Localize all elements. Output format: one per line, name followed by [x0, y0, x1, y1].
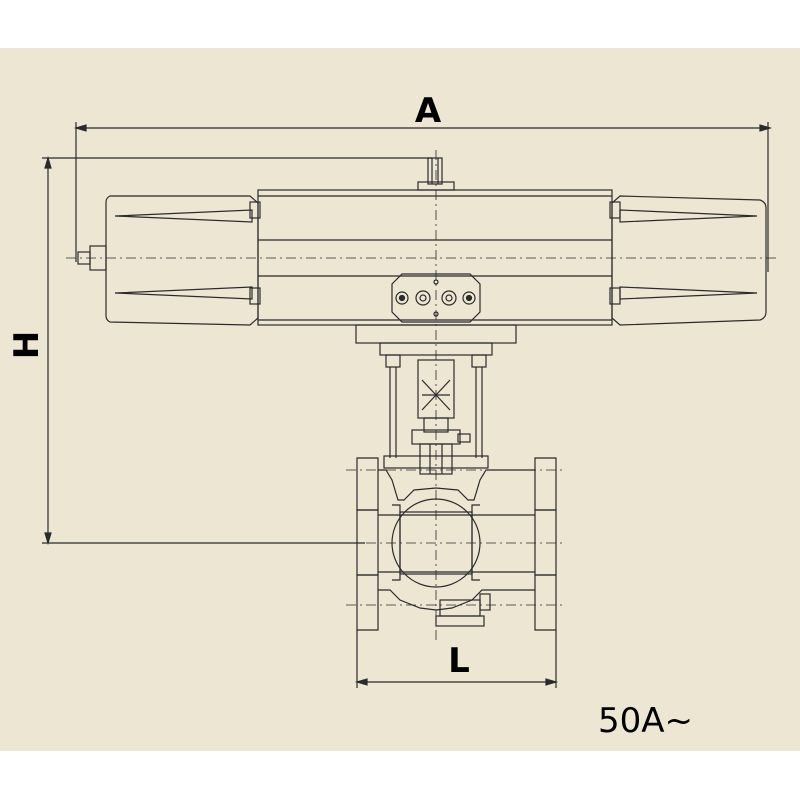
dimension-l [354, 630, 559, 688]
bracket-coupling [383, 354, 489, 475]
dimension-h [42, 155, 432, 546]
dimension-h-label: H [7, 331, 47, 359]
dimension-a-label: A [415, 91, 442, 131]
dimension-a [73, 122, 773, 272]
size-note: 50A~ [598, 701, 693, 741]
diagram-panel [0, 48, 800, 751]
pneumatic-actuator [77, 157, 767, 356]
ball-valve-body [356, 457, 557, 631]
dimension-l-label: L [448, 641, 470, 681]
